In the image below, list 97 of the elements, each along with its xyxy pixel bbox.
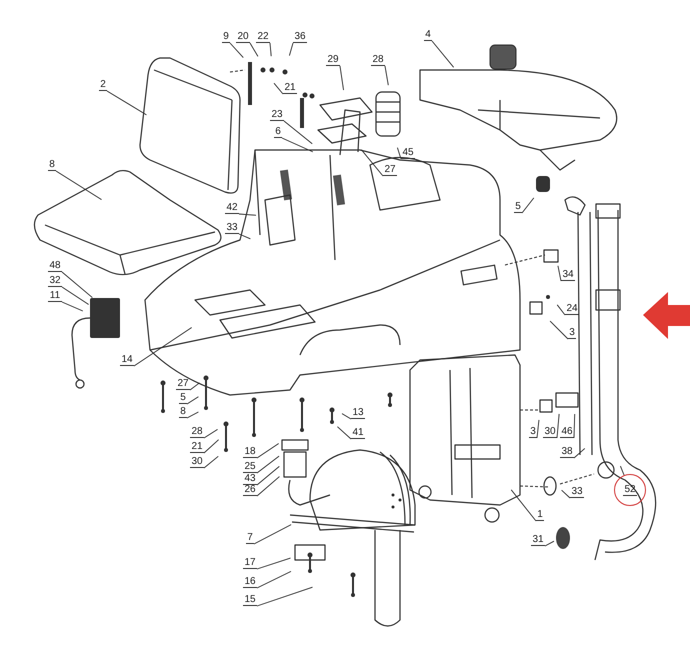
leader-line: [62, 286, 90, 305]
leader-line: [574, 448, 586, 458]
callout-number: 25: [243, 461, 257, 473]
callout-number: 48: [48, 260, 62, 272]
leader-line: [274, 82, 284, 94]
callout-number: 5: [514, 201, 522, 213]
leader-line: [432, 40, 454, 68]
callout-number: 14: [120, 354, 134, 366]
leader-line: [536, 420, 540, 438]
leader-line: [186, 412, 199, 418]
leader-line: [256, 456, 280, 474]
callout-number: 9: [222, 31, 230, 43]
leader-line: [256, 476, 280, 496]
callout-number: 23: [270, 109, 284, 121]
callout-number: 34: [561, 269, 575, 281]
leader-line: [556, 304, 566, 316]
callout-number: 30: [543, 426, 557, 438]
callout-number: 2: [99, 79, 107, 91]
callout-number: 27: [176, 378, 190, 390]
callout-number: 24: [565, 303, 579, 315]
leader-line: [238, 214, 256, 216]
leader-line: [558, 265, 562, 282]
callout-number: 21: [190, 441, 204, 453]
callout-number: 3: [529, 426, 537, 438]
callout-number: 1: [536, 509, 544, 521]
leader-line: [254, 524, 292, 544]
leader-line: [340, 66, 344, 91]
leader-line: [270, 42, 272, 57]
leader-line: [204, 439, 220, 454]
leader-line: [282, 138, 314, 152]
leader-line: [256, 558, 291, 570]
leader-line: [510, 489, 536, 522]
callout-number: 42: [225, 202, 239, 214]
callout-number: 32: [48, 275, 62, 287]
callout-number: 17: [243, 557, 257, 569]
leader-line: [561, 490, 570, 498]
callout-number: 15: [243, 594, 257, 606]
callout-number: 5: [179, 392, 187, 404]
callout-number: 8: [48, 159, 56, 171]
leader-line: [256, 466, 280, 486]
leader-line: [134, 327, 192, 366]
callout-number: 6: [274, 126, 282, 138]
leader-line: [342, 413, 352, 420]
callout-number: 45: [401, 147, 415, 159]
callout-number: 29: [326, 54, 340, 66]
leader-line: [238, 234, 251, 240]
leader-line: [256, 443, 280, 458]
callout-number: 27: [383, 164, 397, 176]
callout-number: 22: [256, 31, 270, 43]
leader-line: [204, 428, 218, 438]
callout-number: 7: [246, 532, 254, 544]
callout-number: 46: [560, 426, 574, 438]
leader-line: [620, 466, 624, 476]
callout-number: 28: [190, 426, 204, 438]
leader-line: [284, 120, 313, 144]
callout-number: 4: [424, 29, 432, 41]
leader-line: [550, 320, 568, 340]
leader-line: [336, 426, 352, 440]
leader-line: [288, 42, 294, 56]
callout-number: 30: [190, 456, 204, 468]
callout-number: 3: [568, 327, 576, 339]
callout-number: 8: [179, 406, 187, 418]
leader-line: [250, 42, 258, 57]
leader-line: [204, 456, 219, 468]
callout-number: 38: [560, 446, 574, 458]
callout-number: 26: [243, 484, 257, 496]
callout-number: 28: [371, 54, 385, 66]
leader-line: [56, 170, 102, 200]
leader-line: [574, 414, 576, 438]
leader-line: [544, 540, 554, 546]
callout-number: 11: [48, 290, 62, 302]
highlight-circle: [614, 474, 646, 506]
leader-line: [62, 302, 84, 312]
callout-number: 52: [623, 484, 637, 496]
leader-line: [384, 66, 389, 86]
leader-line: [256, 586, 313, 606]
leader-line: [62, 272, 93, 298]
leader-line: [522, 197, 534, 214]
callout-number: 33: [570, 486, 584, 498]
leader-line: [230, 42, 244, 58]
leader-line: [186, 396, 199, 404]
leader-line: [396, 147, 402, 160]
callout-number: 43: [243, 473, 257, 485]
leader-line: [556, 414, 560, 438]
callout-number: 20: [236, 31, 250, 43]
callout-number: 21: [283, 82, 297, 94]
leader-line: [190, 382, 200, 390]
callout-number: 16: [243, 576, 257, 588]
callout-number: 36: [293, 31, 307, 43]
leader-line: [256, 570, 292, 588]
callout-number: 33: [225, 222, 239, 234]
callout-number: 31: [531, 534, 545, 546]
leader-line: [360, 149, 384, 176]
callout-number: 41: [351, 427, 365, 439]
leader-line: [106, 90, 147, 116]
callout-number: 13: [351, 407, 365, 419]
callout-number: 18: [243, 446, 257, 458]
